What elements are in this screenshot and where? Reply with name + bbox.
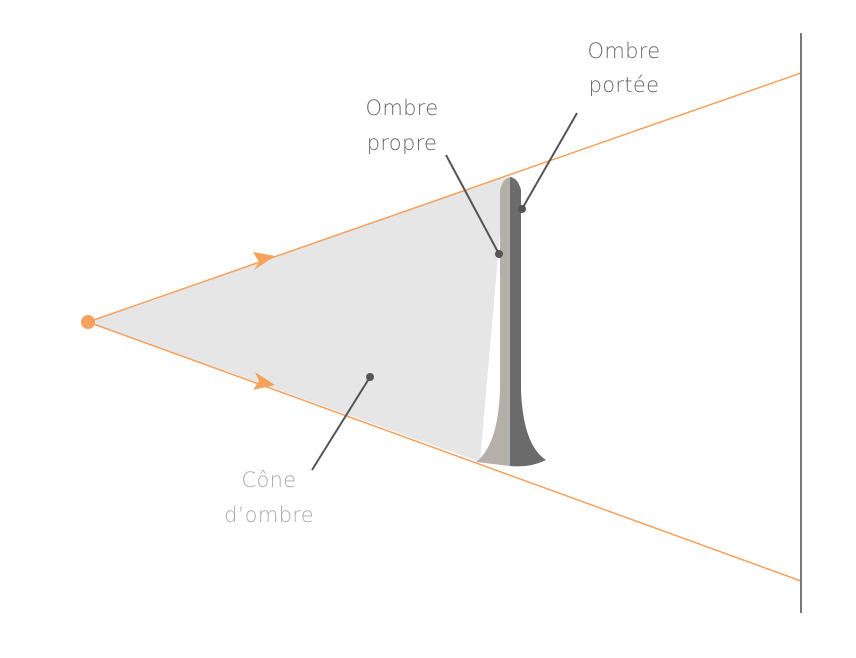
lower-ray-arrow (253, 372, 275, 390)
label-cone-ombre-line1: Cône (242, 468, 297, 492)
label-ombre-propre-line1: Ombre (366, 96, 439, 120)
label-ombre-propre-line2: propre (367, 131, 438, 155)
label-ombre-portee-line1: Ombre (588, 39, 661, 63)
shadow-cone (88, 176, 505, 462)
ombre-portee-marker (518, 205, 526, 213)
ombre-portee-leader (521, 112, 578, 210)
upper-light-ray (87, 72, 802, 323)
label-ombre-portee-line2: portée (589, 73, 660, 97)
ombre-propre-leader (445, 154, 500, 255)
ombre-propre-marker (495, 250, 503, 258)
object-lit-face (476, 177, 510, 466)
object-shadow-face (510, 177, 546, 467)
label-cone-ombre-line2: d’ombre (224, 503, 314, 527)
light-source (81, 315, 95, 329)
lower-light-ray (87, 321, 802, 582)
cone-ombre-marker (366, 373, 374, 381)
cone-ombre-leader (311, 376, 371, 471)
upper-ray-arrow (253, 252, 275, 270)
